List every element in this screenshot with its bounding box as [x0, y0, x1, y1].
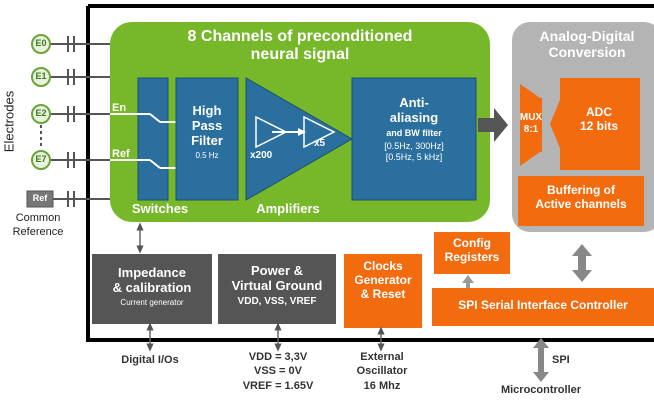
electrode-e2: E2	[35, 108, 47, 118]
mux-label: MUX 8:1	[519, 112, 543, 135]
voltages-label: VDD = 3,3V VSS = 0V VREF = 1.65V	[242, 351, 314, 392]
electrodes-side-label: Electrodes	[1, 90, 17, 153]
config-label: Config Registers	[444, 236, 500, 264]
clocks-box	[344, 254, 422, 328]
antialiasing-box	[351, 77, 477, 201]
en-label: En	[112, 102, 127, 114]
config-box	[434, 232, 510, 274]
thick-double-arrows	[462, 244, 592, 382]
impedance-label: Impedance & calibration Current generato…	[112, 265, 192, 307]
buffering-label: Buffering of Active channels	[535, 183, 627, 211]
adc-block-title: Analog-Digital Conversion	[539, 28, 635, 61]
power-label: Power & Virtual Ground VDD, VSS, VREF	[231, 263, 323, 307]
amplifiers-label: Amplifiers	[256, 201, 320, 216]
electrode-wires	[40, 36, 140, 207]
amp-x200-shape	[255, 115, 288, 149]
electrode-e7: E7	[35, 154, 47, 164]
impedance-box	[92, 254, 212, 324]
electrode-e1: E1	[35, 71, 47, 81]
ref-input-label: Ref	[112, 148, 130, 160]
spi-label: SPI	[552, 354, 570, 366]
switch-lines	[110, 113, 178, 169]
antialiasing-label: Anti- aliasing and BW filter [0.5Hz, 300…	[384, 95, 444, 162]
chip-outline	[86, 4, 654, 342]
high-pass-label: High Pass Filter 0.5 Hz	[191, 103, 223, 160]
switches-label: Switches	[131, 201, 189, 216]
digital-ios-label: Digital I/Os	[121, 354, 179, 366]
switches-box	[137, 77, 169, 201]
gain-x5: x5	[314, 138, 326, 149]
adc-label: ADC 12 bits	[579, 105, 618, 133]
electrode-circles	[31, 34, 51, 170]
gain-x200: x200	[250, 150, 273, 161]
electrode-e0: E0	[35, 38, 47, 48]
spi-controller-box	[432, 288, 654, 326]
oscillator-label: External Oscillator 16 Mhz	[356, 351, 408, 392]
ref-electrode-box	[26, 190, 54, 208]
block-arrow	[478, 108, 508, 142]
amplifier-triangle	[245, 77, 354, 201]
power-box	[218, 254, 336, 324]
adc-shape	[550, 78, 640, 170]
green-block-title: 8 Channels of preconditioned neural sign…	[187, 28, 413, 64]
buffering-box	[518, 176, 644, 226]
high-pass-box	[175, 77, 239, 201]
clocks-label: Clocks Generator & Reset	[354, 259, 412, 301]
ref-electrode-label: Ref	[32, 193, 48, 203]
common-reference-label: Common Reference	[12, 212, 64, 238]
microcontroller-label: Microcontroller	[500, 384, 582, 396]
spi-controller-label: SPI Serial Interface Controller	[458, 298, 628, 312]
